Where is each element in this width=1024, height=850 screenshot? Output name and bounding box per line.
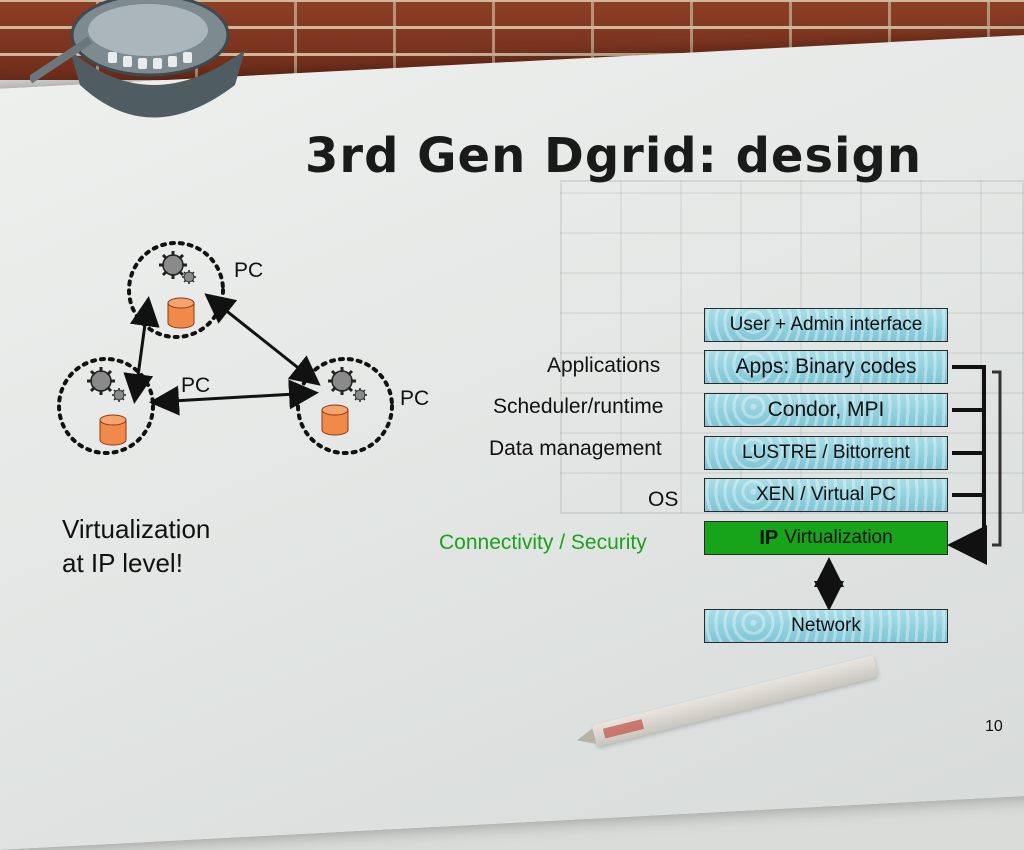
virtualization-note: Virtualization at IP level! [62,512,210,580]
gear-icon [181,269,197,285]
box-lustre: LUSTRE / Bittorrent [704,436,948,470]
link-left-right [149,379,319,416]
link-top-right [204,293,321,386]
note-line-1: Virtualization [62,514,211,544]
ip-bold: IP [759,526,779,549]
layer-label-connectivity: Connectivity / Security [439,531,647,554]
slide-number: 10 [985,718,1003,735]
database-icon [167,297,195,329]
database-icon [99,414,127,446]
box-ip-virtualization: IP Virtualization [704,521,948,555]
box-network: Network [704,609,948,643]
layer-bracket-shadow [992,370,1002,547]
gear-icon [352,387,368,403]
gear-icon [85,365,117,397]
pc-node-top [127,241,225,339]
gear-icon [326,365,358,397]
layer-bracket [952,365,986,545]
database-icon [321,404,349,436]
pc-label-top: PC [234,259,264,282]
pc-label-left: PC [181,374,211,397]
ip-rest: Virtualization [784,527,893,548]
layer-label-scheduler: Scheduler/runtime [493,395,664,418]
box-condor: Condor, MPI [704,393,948,427]
box-apps: Apps: Binary codes [704,350,948,384]
box-xen: XEN / Virtual PC [704,478,948,512]
gear-icon [111,387,127,403]
pc-label-right: PC [400,387,430,410]
desk-lamp-icon [30,0,245,118]
link-top-left [123,296,160,404]
layer-label-os: OS [648,488,679,511]
note-line-2: at IP level! [62,548,183,578]
gear-icon [157,249,189,281]
pc-network-diagram [57,241,1002,611]
box-user-admin: User + Admin interface [704,308,948,342]
layer-label-data: Data management [489,437,662,460]
slide-title: 3rd Gen Dgrid: design [305,128,923,184]
layer-label-applications: Applications [547,354,661,377]
